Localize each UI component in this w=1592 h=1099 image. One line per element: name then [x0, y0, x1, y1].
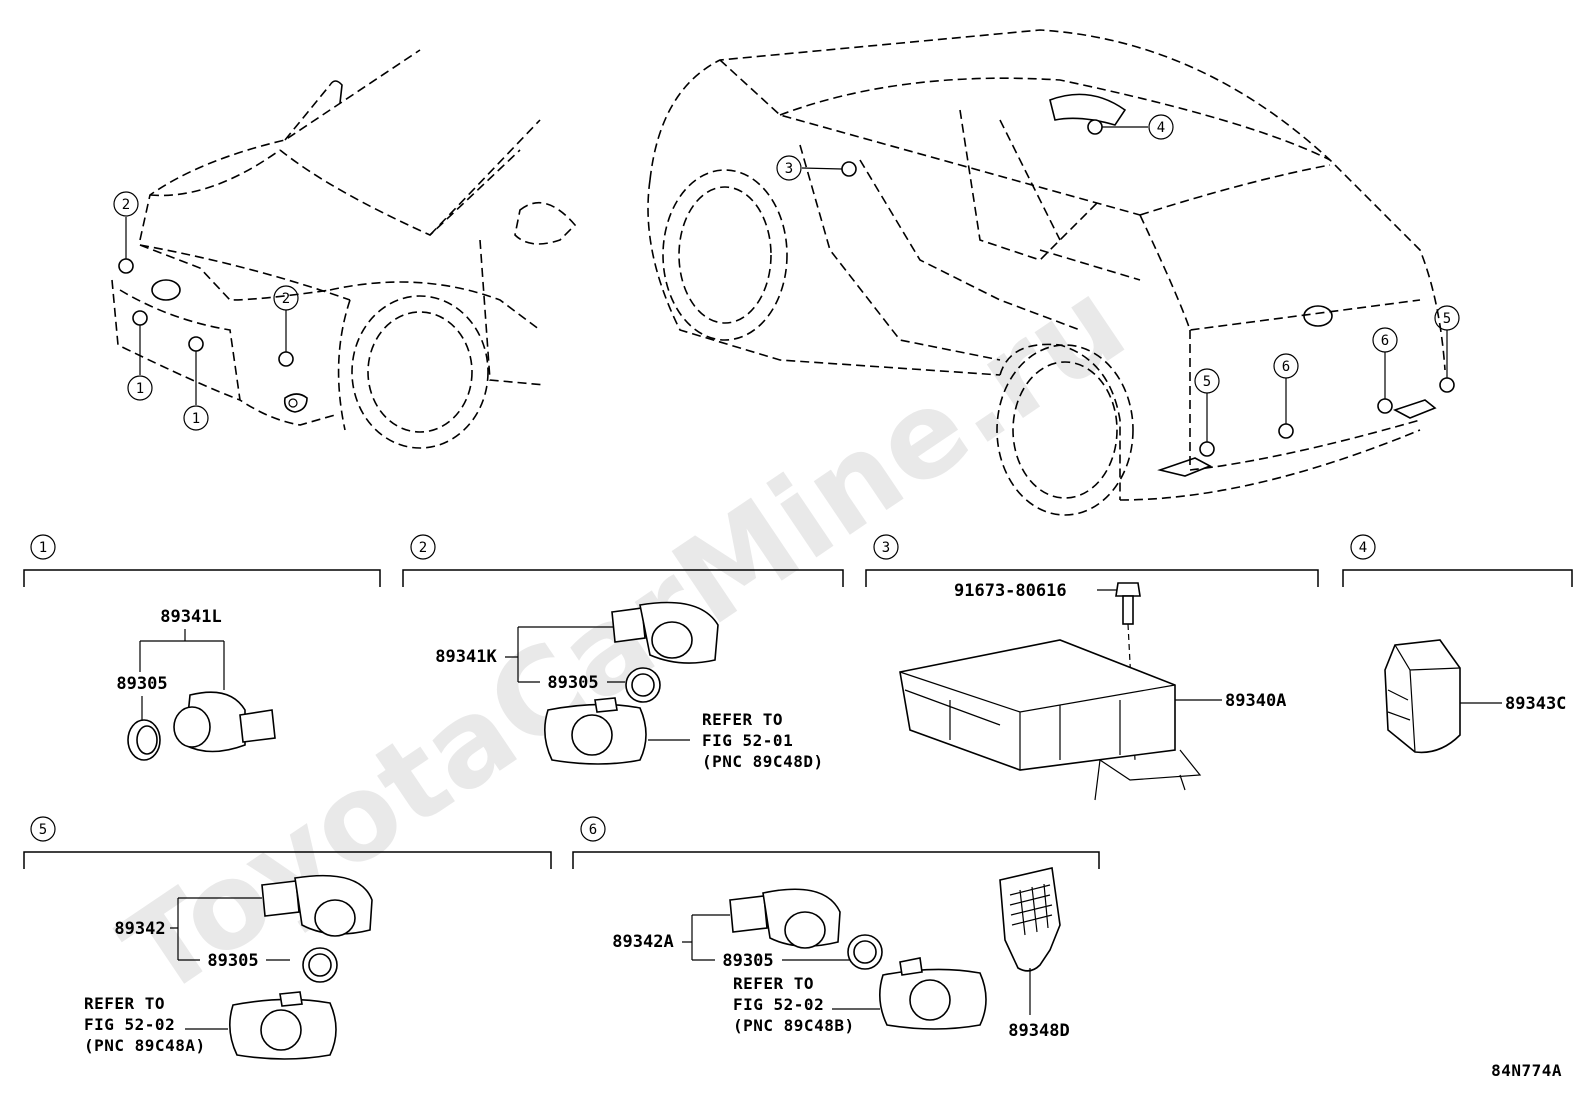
callout-front-1b: 1	[183, 405, 209, 431]
refer-to-text: REFER TO	[733, 974, 814, 993]
part-number-89305-s2: 89305	[547, 673, 598, 693]
callout-rear-6b: 6	[1372, 327, 1398, 353]
svg-text:1: 1	[136, 381, 144, 397]
refer-to-text: REFER TO	[84, 994, 165, 1013]
svg-text:6: 6	[1282, 359, 1290, 375]
callout-rear-3: 3	[776, 155, 802, 181]
part-number-89305-s5: 89305	[207, 951, 258, 971]
part-number-89343C: 89343C	[1505, 694, 1566, 714]
part-number-89305: 89305	[116, 674, 167, 694]
part-number-89341K: 89341K	[435, 647, 497, 667]
section-2-label: 2	[410, 534, 436, 560]
part-number-89305-s6: 89305	[722, 951, 773, 971]
section-1-label: 1	[30, 534, 56, 560]
svg-text:1: 1	[192, 411, 200, 427]
svg-text:1: 1	[39, 540, 47, 556]
front-vehicle-view: 2 2 1 1	[111, 49, 577, 449]
refer-fig-text: FIG 52-02	[733, 995, 824, 1014]
refer-pnc-text: (PNC 89C48D)	[702, 752, 824, 771]
section-4-label: 4	[1350, 534, 1376, 560]
svg-text:2: 2	[419, 540, 427, 556]
refer-fig-text: FIG 52-01	[702, 731, 793, 750]
svg-text:4: 4	[1157, 120, 1165, 136]
refer-to-text: REFER TO	[702, 710, 783, 729]
callout-rear-6a: 6	[1273, 353, 1299, 379]
ultrasonic-sensor-part	[729, 888, 841, 949]
part-number-89342A: 89342A	[612, 932, 673, 952]
svg-text:4: 4	[1359, 540, 1367, 556]
control-module-part	[899, 639, 1202, 801]
sensor-bracket-part	[999, 867, 1061, 972]
refer-pnc-text: (PNC 89C48B)	[733, 1016, 855, 1035]
section-1: 1 89341L 89305	[23, 534, 381, 761]
bolt-part	[1115, 582, 1141, 625]
part-number-89348D: 89348D	[1008, 1021, 1069, 1041]
section-4: 4 89343C	[1342, 534, 1573, 754]
diagram-code: 84N774A	[1491, 1061, 1562, 1080]
section-3: 3 91673-80616 89340A	[865, 534, 1319, 801]
callout-front-1a: 1	[127, 375, 153, 401]
callout-front-2a: 2	[113, 191, 139, 217]
ultrasonic-sensor-part	[611, 601, 719, 664]
rear-vehicle-view: 3 4 5 6 6 5	[647, 29, 1460, 516]
part-number-91673-80616: 91673-80616	[954, 581, 1067, 601]
callout-rear-5a: 5	[1194, 368, 1220, 394]
svg-text:3: 3	[882, 540, 890, 556]
svg-text:2: 2	[122, 197, 130, 213]
sensor-bezel-part	[879, 957, 987, 1030]
svg-text:3: 3	[785, 161, 793, 177]
sensor-bezel-part	[229, 991, 337, 1060]
svg-text:5: 5	[1203, 374, 1211, 390]
section-2: 2 89341K 89305 REFER TO FIG 52-01 (PNC 8…	[402, 534, 844, 771]
callout-rear-4: 4	[1148, 114, 1174, 140]
svg-text:6: 6	[1381, 333, 1389, 349]
callout-front-2b: 2	[273, 285, 299, 311]
section-5: 5 89342 89305 REFER TO FIG 52-02 (PNC 89…	[23, 816, 552, 1060]
callout-rear-5b: 5	[1434, 305, 1460, 331]
ultrasonic-sensor-part	[261, 874, 373, 937]
section-6: 6 89342A 89305 REFER TO FIG 52-02 (PNC 8…	[572, 816, 1100, 1041]
sensor-ring-part	[847, 934, 883, 970]
sensor-ring-part	[302, 947, 338, 983]
svg-text:2: 2	[282, 291, 290, 307]
sensor-ring-part	[127, 719, 161, 761]
section-6-label: 6	[580, 816, 606, 842]
refer-pnc-text: (PNC 89C48A)	[84, 1036, 206, 1055]
sensor-bezel-part	[544, 697, 647, 765]
ultrasonic-sensor-part	[173, 691, 276, 753]
part-number-89340A: 89340A	[1225, 691, 1286, 711]
part-number-89342: 89342	[114, 919, 165, 939]
svg-text:5: 5	[39, 822, 47, 838]
refer-fig-text: FIG 52-02	[84, 1015, 175, 1034]
sensor-ring-part	[625, 667, 661, 703]
svg-text:6: 6	[589, 822, 597, 838]
section-5-label: 5	[30, 816, 56, 842]
svg-text:5: 5	[1443, 311, 1451, 327]
section-3-label: 3	[873, 534, 899, 560]
sensor-unit-part	[1384, 639, 1461, 754]
part-number-89341L: 89341L	[160, 607, 221, 627]
